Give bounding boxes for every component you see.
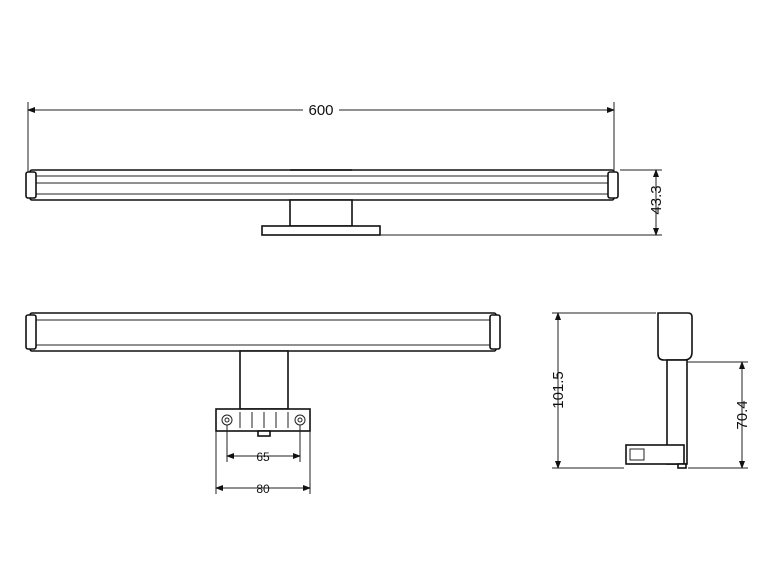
front-end-cap-right bbox=[607, 171, 619, 199]
side-foot-inner bbox=[629, 448, 645, 461]
dim-600-label: 600 bbox=[308, 102, 333, 119]
side-lamp-head bbox=[657, 312, 693, 361]
front-support-stem bbox=[289, 199, 353, 227]
side-view: 101.5 70.4 bbox=[550, 312, 751, 469]
side-foot bbox=[625, 444, 685, 465]
front-lamp-bar bbox=[29, 169, 615, 201]
side-foot-tab bbox=[677, 463, 687, 469]
dim-80-label: 80 bbox=[256, 482, 270, 496]
front-view: 600 43.3 bbox=[25, 100, 665, 236]
dim-101-label: 101.5 bbox=[550, 371, 567, 409]
front-end-cap-left bbox=[25, 171, 37, 199]
bracket-tab bbox=[257, 430, 271, 437]
dim-43-label: 43.3 bbox=[648, 185, 665, 214]
front-base-plate bbox=[261, 225, 381, 236]
dim-70-label: 70.4 bbox=[734, 400, 751, 429]
bottom-support-stem bbox=[239, 350, 289, 410]
bottom-end-cap-left bbox=[25, 314, 37, 350]
bottom-view: 65 80 bbox=[25, 312, 501, 496]
bottom-mounting-bracket bbox=[215, 408, 311, 432]
screw-hole-left-inner bbox=[224, 417, 230, 423]
screw-hole-right-inner bbox=[297, 417, 303, 423]
dim-65-label: 65 bbox=[256, 450, 270, 464]
bottom-end-cap-right bbox=[489, 314, 501, 350]
